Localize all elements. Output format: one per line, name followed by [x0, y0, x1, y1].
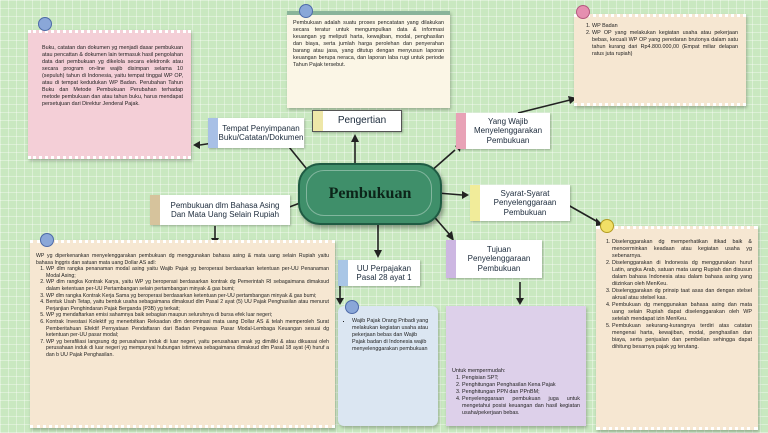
tujuan-intro: Untuk mempermudah:: [452, 368, 506, 374]
wajib-note: WP Badan WP OP yang melakukan kegiatan u…: [574, 14, 746, 106]
topic-yang-wajib-label: Yang Wajib Menyelenggarakan Pembukuan: [473, 116, 543, 145]
bahasa-list: WP dlm rangka penanaman modal asing yait…: [36, 266, 329, 358]
bahasa-item: WP dlm rangka Kontrak Karya, yaitu WP yg…: [46, 279, 329, 292]
bahasa-item: Kontrak Investasi Kolektif yg menerbitka…: [46, 319, 329, 339]
pushpin-icon: [576, 5, 590, 19]
tujuan-item: Penghitungan PPN dan PPnBM;: [462, 389, 580, 396]
tujuan-item: Penghitungan Penghasilan Kena Pajak: [462, 382, 580, 389]
bahasa-intro: WP yg diperkenankan menyelenggarakan pem…: [36, 253, 329, 266]
syarat-item: Pembukuan dg menggunakan bahasa asing da…: [612, 302, 752, 323]
central-topic-title: Pembukuan: [328, 185, 412, 202]
bahasa-item: WP dlm rangka Kontrak Kerja Sama yg bero…: [46, 293, 329, 300]
uu-item: Wajib Pajak Orang Pribadi yang melakukan…: [352, 318, 432, 353]
topic-bahasa-label: Pembukuan dlm Bahasa Asing Dan Mata Uang…: [170, 200, 280, 220]
uu-note: Wajib Pajak Orang Pribadi yang melakukan…: [338, 306, 438, 426]
topic-tempat: Tempat Penyimpanan Buku/Catatan/Dokumen: [208, 118, 304, 148]
pushpin-icon: [38, 17, 52, 31]
tempat-note: Buku, catatan dan dokumen yg menjadi das…: [28, 30, 191, 159]
topic-uu: UU Perpajakan Pasal 28 ayat 1: [338, 260, 420, 286]
pengertian-text: Pembukuan adalah suatu proses pencatatan…: [293, 20, 444, 68]
tempat-text: Buku, catatan dan dokumen yg menjadi das…: [42, 45, 183, 107]
wajib-item: WP OP yang melakukan kegiatan usaha atau…: [592, 30, 738, 58]
wajib-item: WP Badan: [592, 23, 738, 30]
pushpin-icon: [600, 219, 614, 233]
uu-list: Wajib Pajak Orang Pribadi yang melakukan…: [344, 318, 432, 353]
syarat-list: Diselenggarakan dg memperhatikan itikad …: [602, 239, 752, 351]
topic-uu-label: UU Perpajakan Pasal 28 ayat 1: [356, 263, 412, 283]
syarat-item: Diselenggarakan di Indonesia dg mengguna…: [612, 260, 752, 288]
topic-yang-wajib: Yang Wajib Menyelenggarakan Pembukuan: [456, 113, 550, 149]
pengertian-note: Pembukuan adalah suatu proses pencatatan…: [287, 11, 450, 108]
wajib-list: WP Badan WP OP yang melakukan kegiatan u…: [582, 23, 738, 58]
central-topic-frame: [306, 170, 432, 216]
topic-pengertian: Pengertian: [312, 110, 402, 132]
tujuan-note: Untuk mempermudah: Pengisian SPT; Penghi…: [446, 306, 586, 426]
topic-tempat-label: Tempat Penyimpanan Buku/Catatan/Dokumen: [218, 123, 304, 143]
pushpin-icon: [40, 233, 54, 247]
tujuan-item: Pengisian SPT;: [462, 375, 580, 382]
bahasa-item: WP yg mendaftarkan emisi sahamnya baik s…: [46, 312, 329, 319]
syarat-note: Diselenggarakan dg memperhatikan itikad …: [596, 226, 758, 430]
tujuan-item: Penyelenggaraan pembukuan juga untuk men…: [462, 396, 580, 417]
syarat-item: Diselenggarakan dg prinsip taat asas dan…: [612, 288, 752, 302]
topic-pengertian-label: Pengertian: [337, 115, 387, 127]
tujuan-list: Pengisian SPT; Penghitungan Penghasilan …: [452, 375, 580, 417]
syarat-item: Diselenggarakan dg memperhatikan itikad …: [612, 239, 752, 260]
pushpin-icon: [345, 300, 359, 314]
topic-syarat: Syarat-Syarat Penyelenggaraan Pembukuan: [470, 185, 570, 221]
bahasa-item: WP dlm rangka penanaman modal asing yait…: [46, 266, 329, 279]
topic-syarat-label: Syarat-Syarat Penyelenggaraan Pembukuan: [493, 188, 557, 217]
bahasa-item: Bentuk Usah Tetap, yaitu bentuk usaha se…: [46, 299, 329, 312]
topic-tujuan: Tujuan Penyelenggaraan Pembukuan: [446, 240, 542, 278]
topic-bahasa: Pembukuan dlm Bahasa Asing Dan Mata Uang…: [150, 195, 290, 225]
syarat-item: Pembukuan sekurang-kurangnya terdiri ata…: [612, 323, 752, 351]
bahasa-item: WP yg berafiliasi langsung dg perusahaan…: [46, 339, 329, 359]
topic-tujuan-label: Tujuan Penyelenggaraan Pembukuan: [467, 244, 531, 273]
pushpin-icon: [299, 4, 313, 18]
bahasa-note: WP yg diperkenankan menyelenggarakan pem…: [30, 240, 335, 428]
